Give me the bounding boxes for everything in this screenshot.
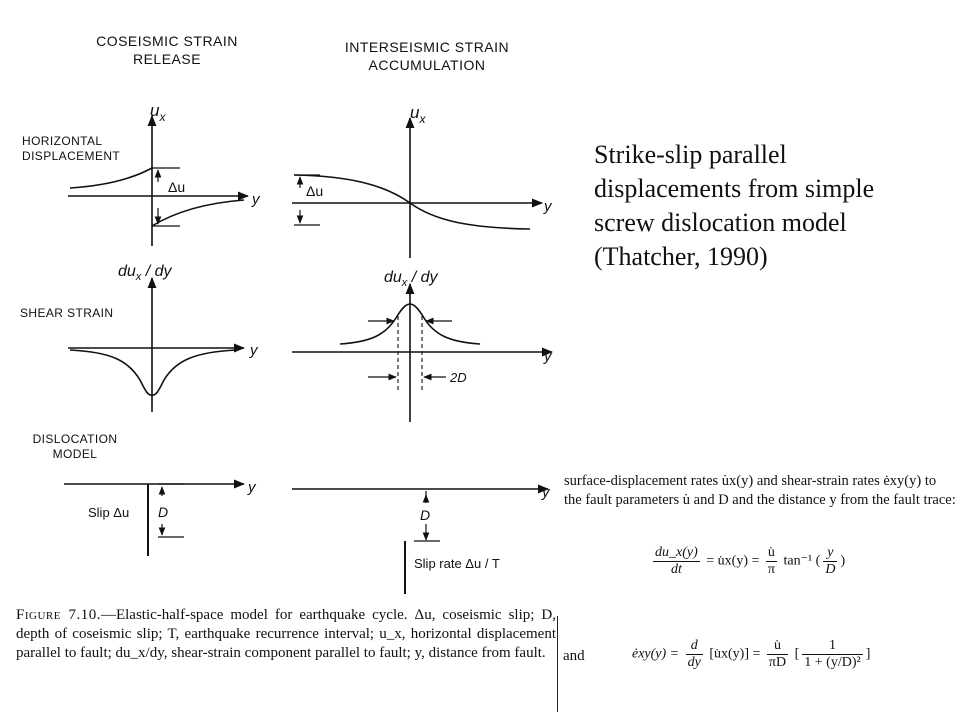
and-connector: and [563, 648, 585, 664]
dux-axis-label: dux / dy [118, 263, 173, 283]
ux-axis-label: ux [150, 101, 166, 124]
shear-strain-label: SHEAR STRAIN [20, 306, 114, 320]
delta-u-label: Δu [168, 179, 185, 195]
interseismic-heading: INTERSEISMIC STRAIN ACCUMULATION [344, 39, 510, 73]
model-note: Strike-slip parallel displacements from … [594, 140, 875, 271]
delta-u-label: Δu [306, 183, 323, 199]
y-axis-label: y [543, 198, 553, 215]
depth-d-label: D [420, 507, 430, 523]
y-axis-label: y [251, 191, 261, 208]
slip-rate-label: Slip rate Δu / T [414, 556, 500, 571]
interseismic-shear-curve [339, 303, 481, 345]
depth-d-label: D [158, 504, 168, 520]
dislocation-model-label: DISLOCATION MODEL [32, 432, 118, 461]
figure-caption-text: —Elastic-half-space model for earthquake… [16, 607, 557, 661]
coseismic-shear-panel [68, 276, 246, 412]
dux-axis-label: dux / dy [384, 269, 439, 289]
text-excerpt: surface-displacement rates u̇x(y) and sh… [564, 473, 956, 508]
coseismic-displacement-curve-left [69, 167, 153, 189]
interseismic-shear-panel [292, 282, 554, 422]
coseismic-heading: COSEISMIC STRAIN RELEASE [96, 33, 238, 67]
two-d-label: 2D [449, 370, 467, 385]
figure-number: Figure 7.10. [16, 607, 101, 623]
coseismic-shear-curve [69, 349, 237, 396]
interseismic-displacement-curve [293, 174, 531, 230]
scan-divider-line [557, 616, 558, 712]
horizontal-displacement-label: HORIZONTAL DISPLACEMENT [22, 134, 121, 163]
y-axis-label: y [543, 348, 553, 365]
interseismic-displacement-panel [292, 116, 544, 258]
figure-caption: Figure 7.10.—Elastic-half-space model fo… [16, 606, 556, 663]
y-axis-label: y [247, 479, 257, 496]
ux-axis-label: ux [410, 103, 426, 126]
y-axis-label: y [249, 342, 259, 359]
slip-label: Slip Δu [88, 505, 129, 520]
y-axis-label: y [541, 484, 551, 501]
interseismic-dislocation-panel [292, 484, 550, 594]
coseismic-displacement-curve-right [151, 199, 245, 227]
coseismic-displacement-panel [68, 114, 250, 246]
coseismic-dislocation-panel [64, 479, 246, 556]
